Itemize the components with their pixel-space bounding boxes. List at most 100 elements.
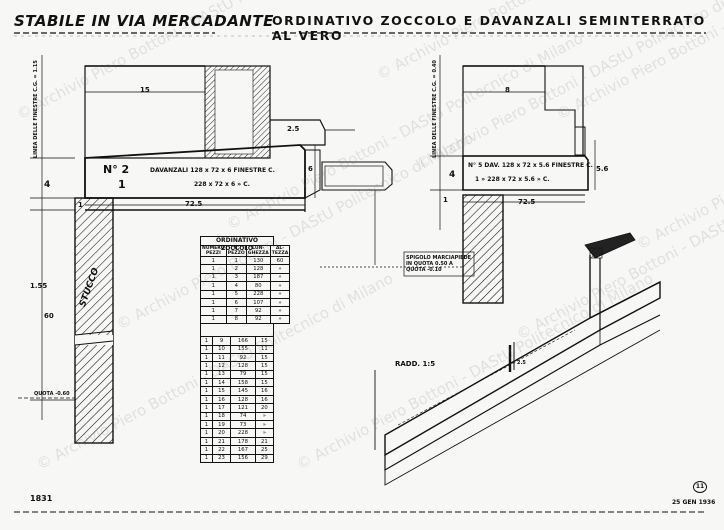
cell-height: » [269,306,291,316]
cell-length: 166 [230,336,256,346]
cell-count: 1 [200,394,213,405]
dim-left-right: 6 [308,165,313,173]
cell-height: 15 [254,352,275,363]
cell-height: » [269,314,291,325]
cell-count: 1 [200,336,213,346]
cell-count: 1 [200,378,213,388]
right-window-line-note: LINEA DELLE FINESTRE C.G. = 0.40 [432,60,438,158]
ground-level-note: QUOTA -0.60 [34,391,70,397]
cell-piece: 20 [211,428,232,438]
cell-height: » [269,289,291,299]
cell-piece: 23 [211,453,232,464]
cell-count: 1 [200,297,227,308]
dim-left-top: 15 [140,86,150,94]
cell-count: 1 [200,361,213,371]
cell-length: 158 [230,378,256,388]
cell-piece: 2 [225,264,247,274]
dim-left-small: 2.5 [287,125,300,133]
cell-height: 15 [254,378,275,388]
cell-length: 92 [245,314,271,325]
cell-length: 228 [230,428,256,438]
cell-piece: 15 [211,386,232,396]
cell-height: 15 [254,361,275,371]
cell-count: 1 [200,403,213,413]
cell-count: 1 [200,289,227,299]
ramp-scale-label: RADD. 1:5 [395,360,436,368]
cell-height: 29 [254,453,275,464]
dim-right-foot: 1 [443,196,448,204]
cell-length: 228 [245,289,271,299]
cell-count: 1 [200,411,213,422]
cell-count: 1 [200,264,227,274]
cell-height: 25 [254,445,275,455]
cell-length: 74 [230,411,256,422]
cell-height: » [269,297,291,308]
cell-length: 107 [245,297,271,308]
cell-piece: 17 [211,403,232,413]
cell-piece: 5 [225,289,247,299]
dim-left-total: 1.55 [30,282,48,290]
archive-number-stamp: 11 [693,481,707,493]
cell-piece: 8 [225,314,247,325]
table-header-row: NUMERO PEZZI N. PEZZO LUN-GHEZZA AL-TEZZ… [200,245,291,257]
cell-length: 167 [230,445,256,455]
dim-right-height: 4 [449,170,456,180]
sill-count-2: 1 [118,178,126,191]
cell-height: 15 [254,336,275,346]
right-dimension-lines [320,55,596,277]
cell-count: 1 [200,352,213,363]
sidewalk-note: SPIGOLO MARCIAPIEDE IN QUOTA 0.50 A QUOT… [406,255,472,273]
building-title: STABILE IN VIA MERCADANTE [14,12,274,30]
dim-right-bottom: 72.5 [518,198,536,206]
dim-left-mid: 60 [44,312,54,320]
table-upper: NUMERO PEZZI N. PEZZO LUN-GHEZZA AL-TEZZ… [200,245,291,325]
cell-length: 92 [230,352,256,363]
archive-date-stamp: 25 GEN 1936 [672,499,716,506]
cell-piece: 19 [211,420,232,430]
cell-height: » [269,272,291,283]
cell-height: 21 [254,436,275,447]
cell-height: » [269,281,291,291]
cell-piece: 11 [211,352,232,363]
cell-length: 145 [230,386,256,396]
cell-height: 11 [254,344,275,354]
cell-length: 128 [245,264,271,274]
cell-length: 155 [230,344,256,354]
cell-piece: 16 [211,394,232,405]
ramp-perspective [374,232,661,486]
cell-length: 156 [230,453,256,464]
cell-length: 80 [245,281,271,291]
cell-length: 121 [230,403,256,413]
cell-length: 130 [245,255,271,266]
cell-count: 1 [200,420,213,430]
right-sill-spec-1: N° 5 DAV. 128 x 72 x 5.6 FINESTRE C. [468,162,593,169]
dim-right-right: 5.6 [596,165,609,173]
cell-piece: 18 [211,411,232,422]
cell-piece: 1 [225,255,247,266]
cell-height: 16 [254,386,275,396]
cell-count: 1 [200,428,213,438]
cell-length: 73 [230,420,256,430]
col-height: AL-TEZZA [269,245,291,257]
drawing-title: ORDINATIVO ZOCCOLO E DAVANZALI SEMINTERR… [272,13,706,43]
cell-length: 79 [230,369,256,380]
cell-length: 187 [245,272,271,283]
sill-spec-2: 228 x 72 x 6 » C. [194,181,250,188]
cell-height: 60 [269,255,291,266]
col-piece: N. PEZZO [225,245,247,257]
dim-right-top: 8 [505,86,510,94]
